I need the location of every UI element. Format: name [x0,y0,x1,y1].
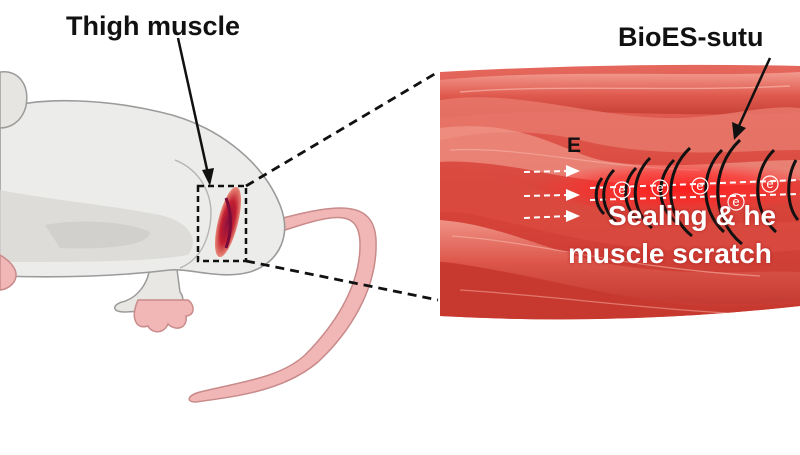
mouse-tail [188,207,377,403]
thigh-wound [214,186,242,258]
zoom-line-bottom [245,259,439,302]
mouse-front-paw [0,254,17,291]
electron-labels: e e e e e [618,176,773,209]
mouse-toes [133,299,194,333]
field-symbol-label: E [567,134,582,157]
electron-label: e [766,176,773,191]
mouse-leg-outline [174,159,212,269]
field-arrowheads [566,165,580,222]
mouse-ear [0,71,28,129]
caption-line-2: muscle scratch [568,238,772,269]
electron-markers [613,175,779,211]
thigh-muscle-label: Thigh muscle [66,11,241,41]
electron-label: e [618,182,625,197]
arrow-icon [732,57,772,140]
wound-core [224,197,232,249]
caption-line-1: Sealing & he [608,200,777,231]
arrow-icon [176,37,214,186]
electron-label: e [732,194,739,209]
wound-selection-box [196,184,248,263]
zoom-line-top [245,70,439,188]
suture-arcs [594,138,800,246]
mouse-belly-shade [45,221,150,249]
electron-label: e [656,180,663,195]
suture-label: BioES-sutu [618,22,764,52]
mouse-illustration [0,71,377,403]
muscle-panel: e e e e e [440,64,800,320]
electron-label: e [696,178,703,193]
